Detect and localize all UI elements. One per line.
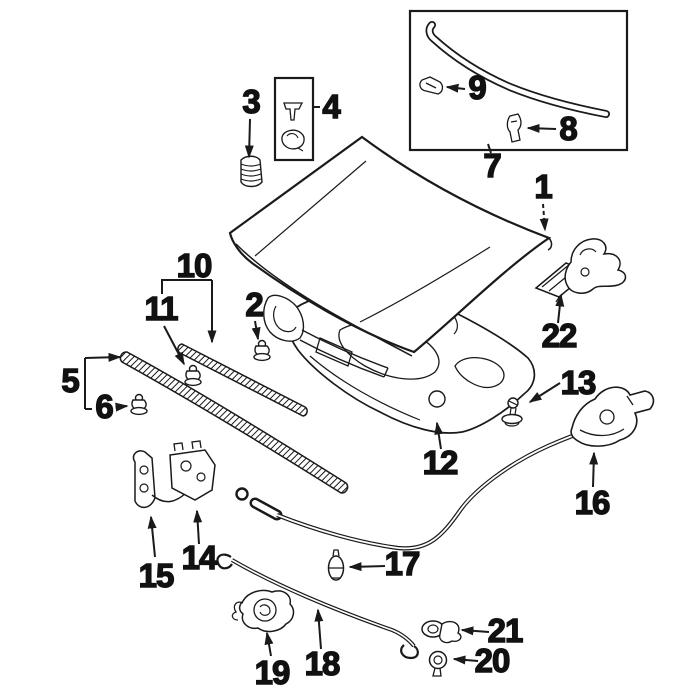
leader-line-6 bbox=[115, 402, 129, 412]
leader-line-15 bbox=[147, 515, 157, 558]
leader-line-14 bbox=[193, 509, 203, 545]
part-label-4: 4 bbox=[322, 88, 341, 125]
callout-leaders bbox=[84, 83, 599, 665]
leader-line-18 bbox=[314, 608, 324, 650]
part-label-9: 9 bbox=[468, 69, 486, 106]
latch-19-drawing bbox=[231, 589, 295, 633]
leader-line-7 bbox=[487, 143, 492, 154]
part-label-22: 22 bbox=[542, 317, 577, 354]
leader-line-5-arrow bbox=[84, 352, 122, 362]
support-rod-drawing bbox=[216, 553, 419, 660]
part-label-7: 7 bbox=[483, 147, 500, 184]
part-label-5: 5 bbox=[61, 362, 79, 399]
part-label-11: 11 bbox=[145, 290, 179, 327]
part-label-13: 13 bbox=[561, 364, 596, 401]
part-label-16: 16 bbox=[575, 484, 610, 521]
leader-line-8 bbox=[526, 123, 557, 133]
leader-line-13 bbox=[528, 382, 561, 403]
clip-9-icon bbox=[419, 76, 444, 95]
part-label-12: 12 bbox=[423, 444, 458, 481]
grommet-icon bbox=[281, 129, 305, 150]
leader-line-3 bbox=[244, 118, 254, 159]
part-label-8: 8 bbox=[559, 110, 577, 147]
part-label-15: 15 bbox=[139, 557, 174, 594]
leader-line-11 bbox=[163, 325, 185, 366]
grommet-17-icon bbox=[327, 549, 345, 581]
leader-line-17 bbox=[348, 562, 386, 572]
bolt-13-icon bbox=[501, 397, 523, 427]
leader-line-5 bbox=[84, 358, 92, 410]
part-label-2: 2 bbox=[245, 286, 263, 323]
leader-line-22 bbox=[555, 293, 565, 324]
bracket-15-drawing bbox=[132, 450, 187, 509]
leader-line-20 bbox=[452, 655, 479, 665]
part-label-3: 3 bbox=[242, 83, 260, 120]
bracket-14-drawing bbox=[169, 440, 216, 501]
part-label-21: 21 bbox=[488, 612, 523, 649]
part-label-17: 17 bbox=[385, 545, 420, 582]
leader-line-12 bbox=[434, 421, 444, 450]
part-label-19: 19 bbox=[255, 654, 290, 691]
fastener-box bbox=[273, 76, 315, 162]
clip-8-icon bbox=[506, 113, 522, 143]
spring-nut-drawing bbox=[240, 155, 263, 188]
clip-20-icon bbox=[428, 650, 448, 677]
leader-line-21 bbox=[460, 626, 490, 636]
leader-line-1 bbox=[539, 203, 549, 232]
part-label-1: 1 bbox=[534, 168, 552, 205]
pushpin-icon bbox=[283, 102, 304, 121]
lock-assembly-16-drawing bbox=[570, 386, 655, 447]
leader-line-2 bbox=[251, 320, 261, 341]
part-label-18: 18 bbox=[305, 645, 340, 682]
part-labels: 1 2 3 4 5 6 7 8 9 10 11 12 13 14 15 16 1… bbox=[61, 68, 612, 691]
part-label-10: 10 bbox=[177, 247, 212, 284]
leader-line-16 bbox=[589, 451, 599, 488]
molding-strip-10-drawing bbox=[177, 343, 308, 417]
hood-panel-drawing bbox=[228, 135, 553, 357]
leader-line-10 bbox=[161, 279, 212, 294]
part-label-6: 6 bbox=[95, 388, 113, 425]
clip-6-icon bbox=[130, 393, 148, 416]
clip-11-icon bbox=[184, 364, 202, 387]
clip-2-icon bbox=[253, 339, 271, 362]
front-bracket-drawing bbox=[263, 294, 389, 378]
leader-line-19 bbox=[264, 631, 274, 657]
weatherstrip-box bbox=[408, 9, 629, 152]
seal-strip-5-drawing bbox=[119, 351, 349, 494]
clip-21-icon bbox=[421, 620, 462, 644]
release-cable-drawing bbox=[235, 427, 591, 551]
part-label-20: 20 bbox=[475, 642, 510, 679]
leader-line-9 bbox=[445, 83, 466, 93]
part-label-14: 14 bbox=[182, 539, 218, 576]
weatherstrip-drawing bbox=[425, 21, 610, 118]
